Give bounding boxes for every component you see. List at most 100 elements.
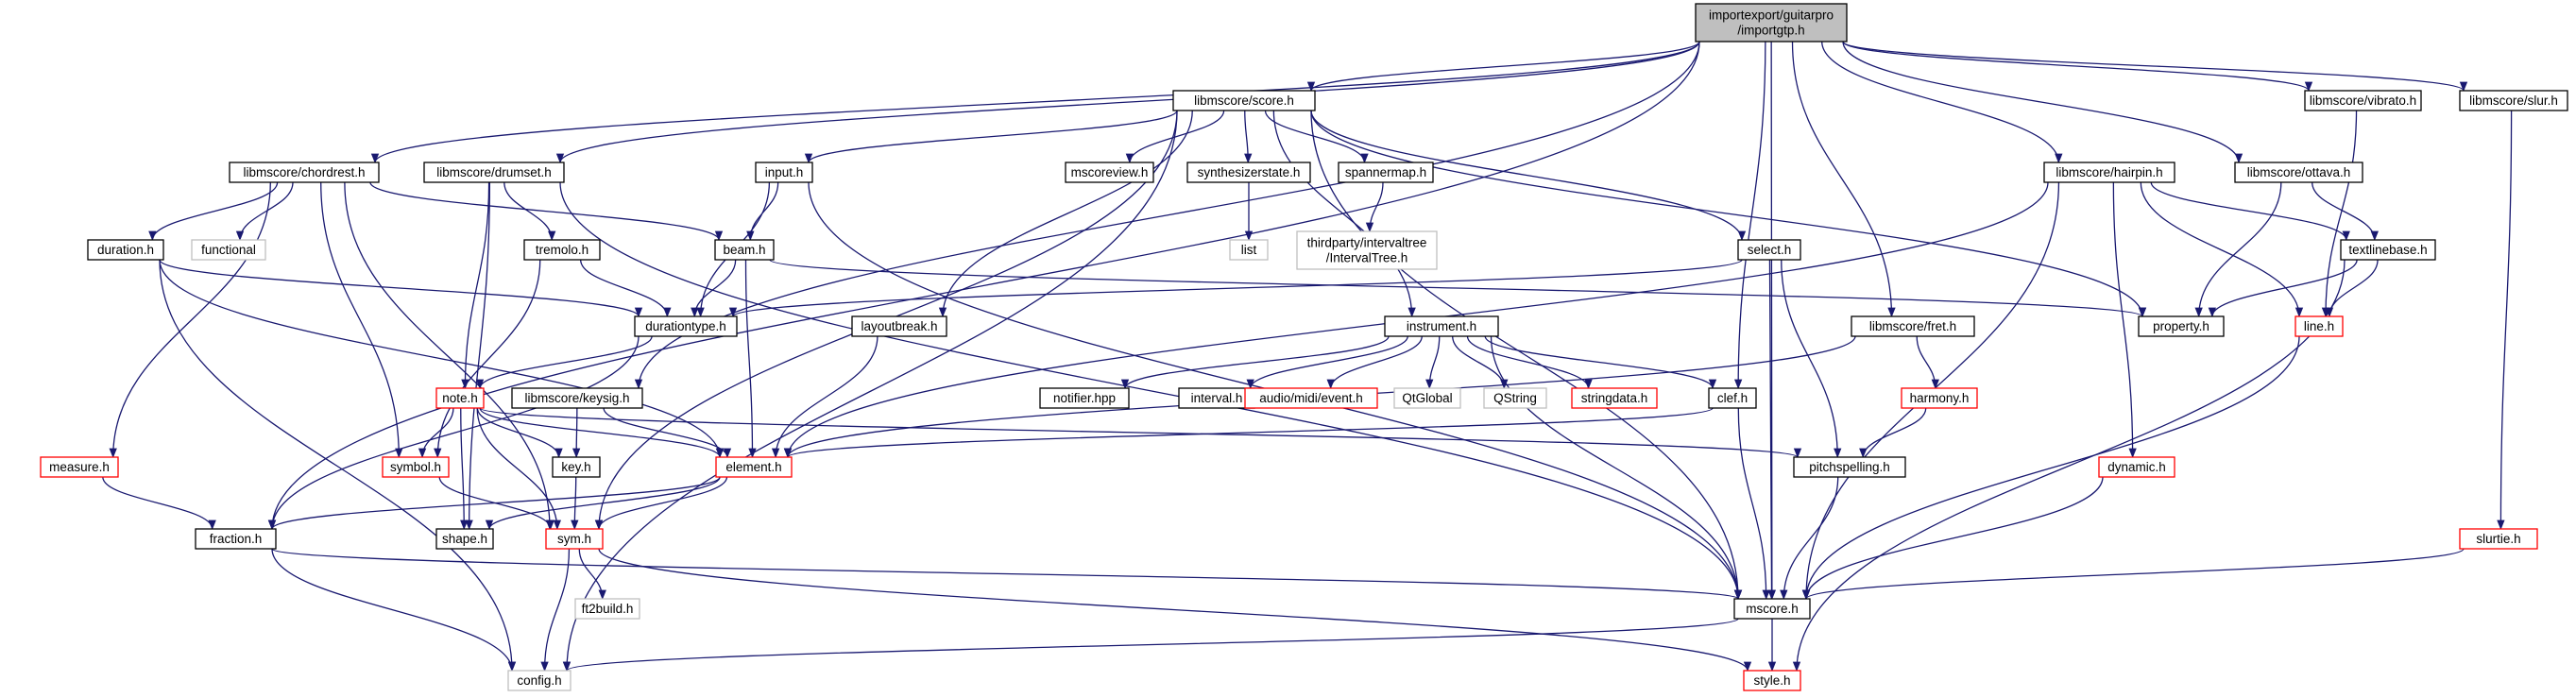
node-fret[interactable]: libmscore/fret.h <box>1851 315 1975 337</box>
node-box <box>2234 162 2363 183</box>
edge <box>1842 41 2243 164</box>
node-box <box>1229 239 1269 261</box>
node-textlinebase[interactable]: textlinebase.h <box>2340 239 2436 261</box>
node-slur[interactable]: libmscore/slur.h <box>2459 90 2568 111</box>
edge <box>540 548 571 672</box>
node-element[interactable]: element.h <box>715 456 793 478</box>
node-clef[interactable]: clef.h <box>1708 387 1757 409</box>
node-box <box>1737 239 1801 261</box>
node-notifier[interactable]: notifier.hpp <box>1039 387 1130 409</box>
node-mscore[interactable]: mscore.h <box>1733 598 1811 620</box>
node-tremolo[interactable]: tremolo.h <box>523 239 601 261</box>
node-harmony[interactable]: harmony.h <box>1901 387 1978 409</box>
edge-durationtype-to-fraction <box>267 335 640 531</box>
node-style[interactable]: style.h <box>1743 670 1801 691</box>
node-list[interactable]: list <box>1229 239 1269 261</box>
node-chordrest[interactable]: libmscore/chordrest.h <box>229 162 380 183</box>
node-qstring[interactable]: QString <box>1483 387 1547 409</box>
node-duration[interactable]: duration.h <box>87 239 164 261</box>
node-shape[interactable]: shape.h <box>435 528 494 550</box>
node-symbol[interactable]: symbol.h <box>382 456 450 478</box>
node-ottava[interactable]: libmscore/ottava.h <box>2234 162 2363 183</box>
node-vibrato[interactable]: libmscore/vibrato.h <box>2304 90 2422 111</box>
node-sym[interactable]: sym.h <box>545 528 604 550</box>
node-layoutbreak[interactable]: layoutbreak.h <box>851 315 947 337</box>
edge <box>1801 476 2104 601</box>
node-ft2build[interactable]: ft2build.h <box>574 598 640 620</box>
node-label: instrument.h <box>1407 319 1476 333</box>
node-instrument[interactable]: instrument.h <box>1384 315 1499 337</box>
node-label: textlinebase.h <box>2348 243 2427 257</box>
node-score[interactable]: libmscore/score.h <box>1172 90 1316 111</box>
node-audiomidi[interactable]: audio/midi/event.h <box>1244 387 1378 409</box>
node-hairpin[interactable]: libmscore/hairpin.h <box>2043 162 2175 183</box>
edge-select-to-pitchspelling <box>1781 259 1842 459</box>
edge-fraction-to-mscore <box>271 548 1742 601</box>
node-box <box>2138 315 2225 337</box>
edge <box>271 548 1742 601</box>
edge <box>476 407 561 531</box>
edge <box>571 476 579 531</box>
node-fraction[interactable]: fraction.h <box>195 528 277 550</box>
node-note[interactable]: note.h <box>435 387 485 409</box>
node-keysig[interactable]: libmscore/keysig.h <box>511 387 643 409</box>
edge-chordrest-to-duration <box>148 181 279 242</box>
node-stringdata[interactable]: stringdata.h <box>1571 387 1658 409</box>
edge-note-to-sym <box>476 407 561 531</box>
node-spannermap[interactable]: spannermap.h <box>1338 162 1434 183</box>
node-label: layoutbreak.h <box>861 319 937 333</box>
edge-chordrest-to-symbol <box>320 181 403 459</box>
edge <box>479 407 1801 459</box>
node-measure[interactable]: measure.h <box>40 456 119 478</box>
node-qtglobal[interactable]: QtGlobal <box>1393 387 1461 409</box>
node-slurtie[interactable]: slurtie.h <box>2459 528 2538 550</box>
edge <box>1466 335 1593 390</box>
node-input[interactable]: input.h <box>755 162 813 183</box>
node-box <box>755 162 813 183</box>
edge <box>594 476 728 531</box>
node-box <box>1338 162 1434 183</box>
node-interval[interactable]: interval.h <box>1178 387 1255 409</box>
node-box <box>851 315 947 337</box>
edge-instrument-to-clef <box>1484 335 1717 390</box>
edge-layoutbreak-to-element <box>771 335 879 459</box>
node-label: libmscore/slur.h <box>2469 94 2558 108</box>
edge-instrument-to-notifier <box>1120 335 1390 390</box>
edge <box>1365 181 1384 233</box>
node-label: pitchspelling.h <box>1809 460 1890 474</box>
node-key[interactable]: key.h <box>552 456 601 478</box>
edge-drumset-to-tremolo <box>503 181 556 242</box>
edge <box>148 181 279 242</box>
node-mscoreview[interactable]: mscoreview.h <box>1065 162 1154 183</box>
node-root[interactable]: importexport/guitarpro/importgtp.h <box>1695 3 1848 43</box>
node-label: spannermap.h <box>1345 165 1426 179</box>
node-property[interactable]: property.h <box>2138 315 2225 337</box>
edge-fraction-to-config <box>271 548 517 672</box>
node-box <box>191 239 266 261</box>
edge <box>691 259 737 318</box>
node-box <box>1244 387 1378 409</box>
edge-root-to-ottava <box>1842 41 2243 164</box>
node-line[interactable]: line.h <box>2295 315 2344 337</box>
node-label: element.h <box>725 460 781 474</box>
edge <box>2312 181 2379 242</box>
node-intervaltree[interactable]: thirdparty/intervaltree/IntervalTree.h <box>1296 230 1438 270</box>
node-select[interactable]: select.h <box>1737 239 1801 261</box>
edge <box>1244 110 1253 164</box>
node-config[interactable]: config.h <box>507 670 571 691</box>
node-box <box>40 456 119 478</box>
edge-score-to-input <box>804 110 1178 164</box>
node-dynamic[interactable]: dynamic.h <box>2098 456 2175 478</box>
node-synth[interactable]: synthesizerstate.h <box>1186 162 1311 183</box>
node-box <box>435 387 485 409</box>
node-box <box>1743 670 1801 691</box>
node-durationtype[interactable]: durationtype.h <box>634 315 738 337</box>
edge-tremolo-to-symbol <box>434 259 541 459</box>
edge <box>1842 41 2312 93</box>
node-beam[interactable]: beam.h <box>714 239 775 261</box>
node-drumset[interactable]: libmscore/drumset.h <box>423 162 565 183</box>
edge-beam-to-durationtype <box>691 259 737 318</box>
node-pitchspelling[interactable]: pitchspelling.h <box>1793 456 1906 478</box>
node-label: sym.h <box>557 532 591 546</box>
node-functional[interactable]: functional <box>191 239 266 261</box>
